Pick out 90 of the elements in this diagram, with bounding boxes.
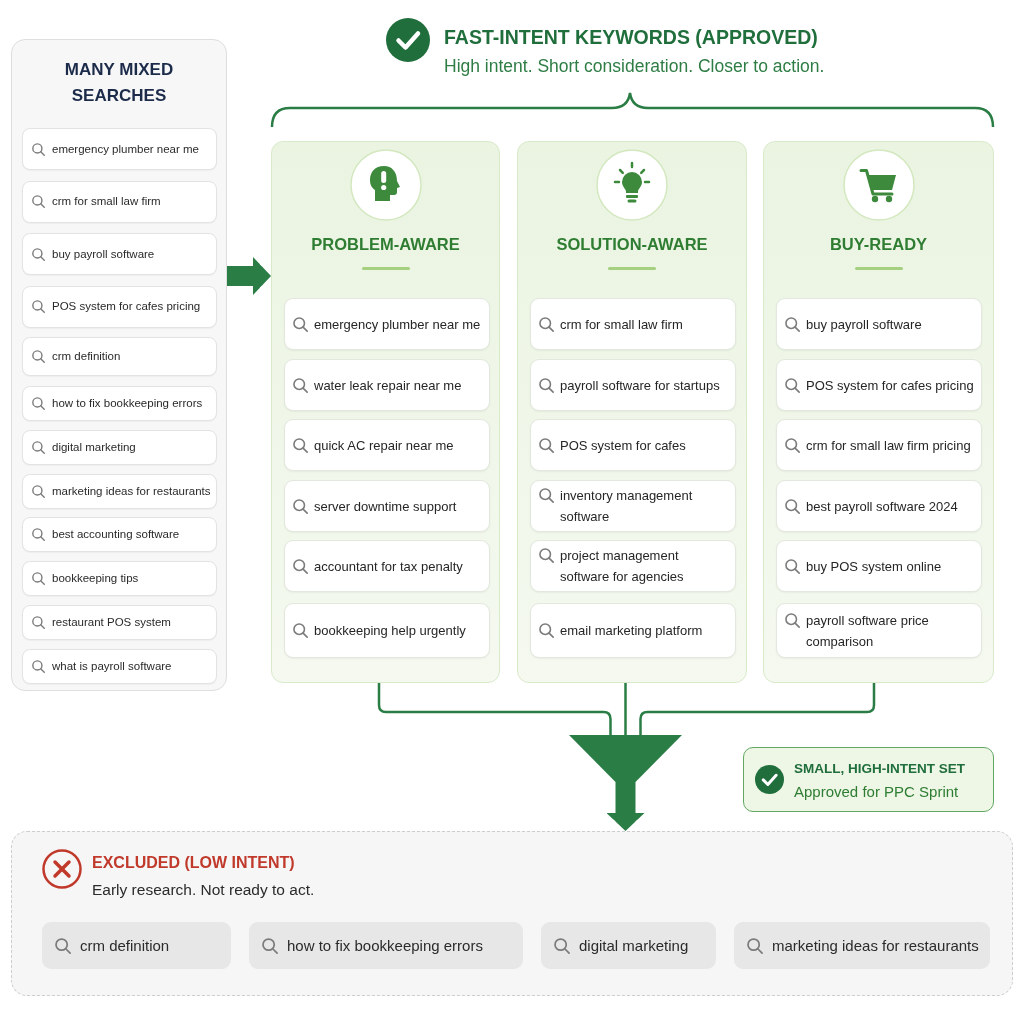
query-text: inventory management software [560, 487, 694, 526]
search-query-card [284, 480, 490, 532]
search-query-card [530, 298, 736, 350]
query-text: how to fix bookkeeping errors [52, 396, 203, 411]
query-text: project management software for agencies [560, 547, 685, 586]
query-text: digital marketing [579, 935, 689, 956]
query-text: crm definition [52, 349, 121, 364]
query-text: best payroll software 2024 [806, 497, 958, 516]
search-query-card [530, 359, 736, 411]
search-query-card [776, 419, 982, 471]
approved-set-card [743, 747, 994, 812]
section-subtitle: High intent. Short consideration. Closer to action. [444, 55, 825, 77]
query-text: buy payroll software [52, 246, 155, 262]
search-query-card [22, 561, 217, 597]
query-text: restaurant POS system [52, 615, 171, 630]
search-query-card [530, 540, 736, 592]
search-query-card [530, 419, 736, 471]
search-query-card [249, 922, 523, 969]
query-text: bookkeeping help urgently [314, 622, 466, 640]
query-text: POS system for cafes [560, 436, 686, 455]
query-text: best accounting software [52, 527, 180, 543]
block-arrow [227, 257, 271, 295]
category-column [271, 141, 500, 683]
query-text: bookkeeping tips [52, 571, 139, 587]
search-query-card [22, 285, 217, 328]
category-column [517, 141, 747, 683]
column-heading: BUY-READY [829, 234, 928, 255]
search-query-card [22, 386, 217, 421]
excluded-subtitle: Early research. Not ready to act. [92, 880, 315, 900]
search-query-card [284, 359, 490, 411]
query-text: emergency plumber near me [52, 141, 199, 157]
block-arrow [606, 782, 645, 831]
card-title: SMALL, HIGH-INTENT SET [794, 760, 965, 778]
query-text: water leak repair near me [314, 376, 462, 395]
category-column [763, 141, 994, 683]
query-text: crm for small law firm [560, 315, 683, 334]
search-query-card [284, 603, 490, 658]
search-query-card [22, 429, 217, 465]
search-query-card [22, 517, 217, 553]
query-text: accountant for tax penalty [314, 557, 463, 576]
search-query-card [284, 298, 490, 350]
query-text: buy POS system online [806, 557, 942, 576]
search-query-card [22, 337, 217, 376]
search-query-card [284, 540, 490, 592]
column-heading: PROBLEM-AWARE [311, 234, 460, 255]
query-text: POS system for cafes pricing [52, 299, 201, 314]
search-query-card [22, 648, 217, 684]
search-query-card [22, 473, 217, 509]
search-query-card [541, 922, 716, 969]
search-query-card [22, 233, 217, 275]
query-text: payroll software for startups [560, 376, 720, 395]
search-query-card [776, 603, 982, 658]
query-text: buy payroll software [806, 315, 922, 334]
query-text: email marketing platform [560, 622, 703, 640]
query-text: server downtime support [314, 497, 457, 516]
search-query-card [530, 603, 736, 658]
query-text: digital marketing [52, 439, 136, 455]
funnel [568, 735, 683, 782]
search-query-card [284, 419, 490, 471]
query-text: emergency plumber near me [314, 315, 481, 334]
card-subtitle: Approved for PPC Sprint [794, 782, 959, 802]
search-query-card [22, 128, 217, 170]
query-text: what is payroll software [52, 658, 172, 674]
excluded-title: EXCLUDED (LOW INTENT) [92, 853, 295, 873]
excluded-panel [11, 831, 1013, 996]
query-text: POS system for cafes pricing [806, 376, 974, 395]
query-text: crm for small law firm pricing [806, 436, 971, 455]
search-query-card [776, 480, 982, 532]
query-text: crm for small law firm [52, 194, 161, 209]
search-list-panel [11, 39, 227, 691]
column-heading: SOLUTION-AWARE [556, 234, 708, 255]
connector-line [624, 683, 627, 735]
search-query-card [42, 922, 231, 969]
query-text: quick AC repair near me [314, 436, 454, 455]
search-query-card [776, 540, 982, 592]
query-text: marketing ideas for restaurants [772, 935, 979, 956]
query-text: marketing ideas for restaurants [52, 483, 211, 499]
search-query-card [22, 605, 217, 640]
connector-line [377, 683, 612, 735]
search-query-card [734, 922, 990, 969]
query-text: how to fix bookkeeping errors [287, 935, 483, 956]
search-query-card [530, 480, 736, 532]
panel-heading: MANY MIXED SEARCHES [63, 59, 175, 107]
query-text: crm definition [80, 935, 170, 956]
connector-line [639, 683, 876, 735]
query-text: payroll software price comparison [806, 611, 930, 651]
search-query-card [776, 359, 982, 411]
search-query-card [22, 180, 217, 223]
section-title: FAST-INTENT KEYWORDS (APPROVED) [444, 25, 818, 50]
search-query-card [776, 298, 982, 350]
